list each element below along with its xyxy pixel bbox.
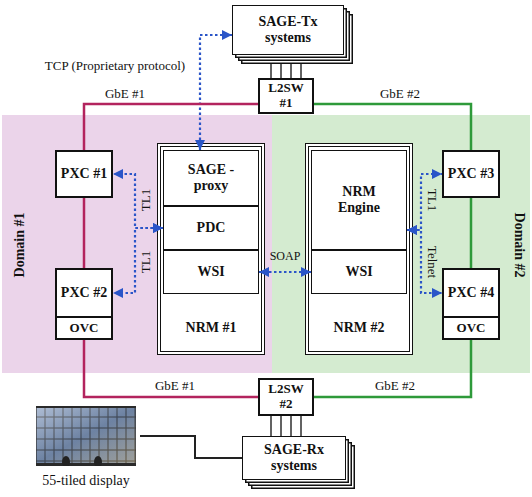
box-label: SAGE -proxy: [186, 162, 236, 194]
box-label: SAGE-Rx systems: [254, 442, 334, 474]
system-stack: SAGE-Rx systems: [242, 436, 346, 480]
box-label: PXC #2: [61, 285, 107, 301]
module-box: WSI: [163, 250, 259, 294]
edge-label: SOAP: [270, 250, 301, 264]
system-stack: SAGE-Tx systems: [232, 5, 344, 55]
region-label: Domain #1: [12, 213, 28, 278]
region-label: Domain #2: [511, 213, 527, 278]
display-glow: [37, 408, 136, 463]
resource-manager: NRM #1 SAGE -proxyPDC WSI: [157, 143, 265, 355]
domain-band: Domain #1 PXC #1 NRM #1 SAGE -proxyPDC WSI PX…: [2, 115, 272, 373]
display-tiles: [37, 408, 136, 463]
control-link: [407, 230, 442, 293]
control-link: [113, 228, 163, 293]
cross-connect-box: PXC #1: [55, 150, 113, 198]
edge-label: GbE #2: [380, 87, 420, 102]
edge-label: TCP (Proprietary protocol): [45, 59, 185, 74]
network-link: [314, 340, 471, 397]
cross-connect-box: PXC #4: [442, 268, 500, 318]
edge-label: TL1: [139, 251, 154, 273]
edge-label: Telnet: [425, 246, 440, 278]
control-link: [407, 174, 442, 230]
box-label: L2SW #1: [263, 81, 309, 111]
network-link: [84, 340, 258, 397]
network-link: [470, 198, 473, 268]
photo-frame: [36, 406, 136, 466]
box-label: PXC #3: [448, 166, 494, 182]
viewer-figure: [62, 456, 70, 466]
box-label: OVC: [457, 321, 486, 336]
cross-connect-box: PXC #2: [55, 268, 113, 318]
box-label: L2SW #2: [263, 382, 309, 412]
box-label: PDC: [197, 220, 226, 236]
network-link: [271, 55, 301, 78]
box-label: WSI: [197, 264, 224, 280]
network-link: [271, 416, 301, 436]
box-label: SAGE-Tx systems: [248, 14, 328, 46]
network-link: [84, 104, 258, 150]
box-label: PXC #1: [61, 166, 107, 182]
box-label: OVC: [70, 321, 99, 336]
cross-connect-box: PXC #3: [442, 150, 500, 198]
network-link: [314, 104, 471, 150]
converter-box: OVC: [442, 316, 500, 340]
tiled-display-photo: [36, 406, 136, 466]
converter-box: OVC: [55, 316, 113, 340]
display-photo: 55-tiled display: [28, 404, 140, 494]
box-label: WSI: [345, 264, 372, 280]
control-link: [259, 271, 311, 273]
region-label: 55-tiled display: [42, 473, 130, 489]
resource-manager: NRM #2 NRM EngineWSI: [305, 143, 413, 355]
switch-box: L2SW #1: [258, 78, 314, 114]
edge-label: GbE #1: [105, 87, 145, 102]
box-label: PXC #4: [448, 285, 494, 301]
domain-band: Domain #2 NRM #2 NRM EngineWSI PXC #3 PXC #4…: [272, 115, 530, 373]
edge-label: TL1: [139, 189, 154, 211]
network-link: [140, 436, 242, 458]
box-label: NRM Engine: [329, 184, 389, 216]
edge-label: GbE #2: [375, 379, 415, 394]
edge-label: GbE #1: [155, 379, 195, 394]
edge-label: TL1: [425, 189, 440, 211]
module-box: SAGE -proxy: [163, 150, 259, 206]
region-label: NRM #1: [186, 320, 237, 336]
module-box: WSI: [311, 250, 407, 294]
region-label: NRM #2: [334, 320, 385, 336]
module-box: PDC: [163, 206, 259, 250]
network-link: [83, 198, 86, 268]
module-box: NRM Engine: [311, 150, 407, 250]
control-link: [113, 174, 163, 228]
control-link: [200, 35, 232, 150]
switch-box: L2SW #2: [258, 378, 314, 416]
viewer-figure: [94, 456, 102, 466]
